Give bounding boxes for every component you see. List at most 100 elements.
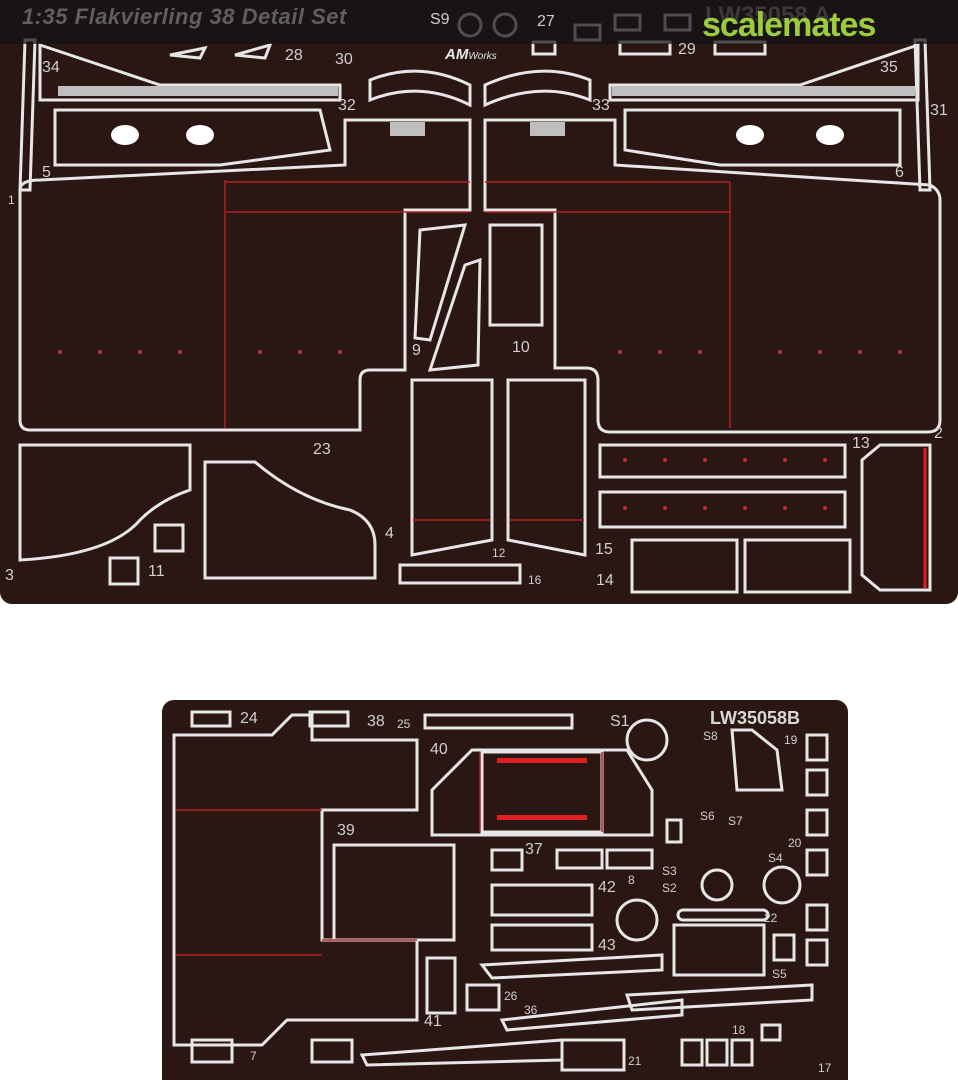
part-25 [423,713,574,730]
label-3: 3 [5,567,14,584]
part-rod-right [913,38,932,192]
label-20: 20 [788,836,802,850]
part-26 [465,983,501,1012]
part-curve-left [368,69,472,108]
part-s2 [615,898,659,942]
part-1-body-left [18,118,472,432]
label-8: 8 [628,873,635,887]
label-37: 37 [525,841,543,858]
label-1: 1 [8,193,15,207]
sheet-a-parts [18,12,942,594]
part-s3 [665,818,683,844]
part-28a [169,45,208,60]
brand-sub: Works [468,51,497,62]
watermark-text-b: mates [782,6,876,44]
label-23: 23 [313,441,331,458]
part-13-strip [598,443,847,479]
label-32: 32 [338,97,356,114]
label-s9: S9 [430,11,450,28]
label-27: 27 [537,13,555,30]
label-21: 21 [628,1054,642,1068]
part-s5 [672,923,766,977]
label-26: 26 [504,989,518,1003]
label-39: 39 [337,822,355,839]
label-s3: S3 [662,864,677,878]
sheet-a-code: LW35058 A [705,2,831,29]
label-5: 5 [42,164,51,181]
label-11: 11 [148,563,165,580]
label-s6: S6 [700,809,715,823]
label-43: 43 [598,937,616,954]
label-s4: S4 [768,851,783,865]
part-s1 [625,718,669,762]
label-40: 40 [430,741,448,758]
part-19 [730,728,784,792]
label-19: 19 [784,733,798,747]
part-43 [490,923,594,952]
part-15 [598,490,847,529]
part-4 [203,460,377,580]
part-6 [623,108,902,167]
label-17: 17 [818,1061,832,1075]
part-10 [488,223,544,327]
label-33: 33 [592,97,610,114]
part-12-left [410,378,494,557]
part-gear [700,868,734,902]
part-9b [427,257,482,372]
header-band [0,0,958,44]
part-36-c [624,983,814,1012]
label-36: 36 [524,1003,538,1017]
label-12: 12 [492,546,506,560]
part-42 [490,883,594,917]
label-30: 30 [335,51,353,68]
part-21 [560,1038,626,1072]
label-16: 16 [528,573,542,587]
label-34: 34 [42,59,60,76]
part-rod-left [18,38,37,192]
label-42: 42 [598,879,616,896]
watermark-logo: scalemates [702,6,876,45]
part-40 [430,748,654,837]
label-10: 10 [512,339,530,356]
brand-main: AM [445,46,469,63]
part-2 [860,443,932,592]
label-25: 25 [397,717,411,731]
part-14b [743,538,852,594]
part-14a [630,538,739,594]
part-11b [108,556,140,586]
label-15: 15 [595,541,613,558]
part-36-d [359,1038,564,1067]
sheet-b-code: LW35058B [710,708,801,728]
label-6: 6 [895,164,904,181]
watermark-text-a: scale [702,6,783,44]
part-11a [153,523,185,553]
part-5 [53,108,332,167]
part-16 [398,563,522,585]
label-24: 24 [240,710,258,727]
part-41 [425,956,457,1015]
part-39-body [172,713,419,1047]
part-1-body-right [483,118,942,434]
label-s7: S7 [728,814,743,828]
part-strip-left [38,42,342,102]
part-3 [18,443,192,562]
sheet-title: 1:35 Flakvierling 38 Detail Set [22,4,347,29]
part-12-right [506,378,587,557]
brand-logo: AMWorks [445,46,497,63]
fret-sheet-b: LW35058B 24 38 25 S1 40 S8 19 39 37 S6 S… [162,700,848,1080]
part-s4 [762,865,802,905]
label-14: 14 [596,572,614,589]
fret-sheet-a: 1:35 Flakvierling 38 Detail Set LW35058 … [0,0,958,604]
label-28: 28 [285,47,303,64]
part-28b [234,42,273,60]
label-s5: S5 [772,967,787,981]
label-22: 22 [764,911,778,925]
label-9: 9 [412,342,421,359]
part-22 [676,908,770,922]
part-9a [413,223,468,342]
part-36-b [499,998,684,1032]
label-29: 29 [678,41,696,58]
label-18: 18 [732,1023,746,1037]
label-4: 4 [385,525,394,542]
part-36-a [479,953,664,980]
